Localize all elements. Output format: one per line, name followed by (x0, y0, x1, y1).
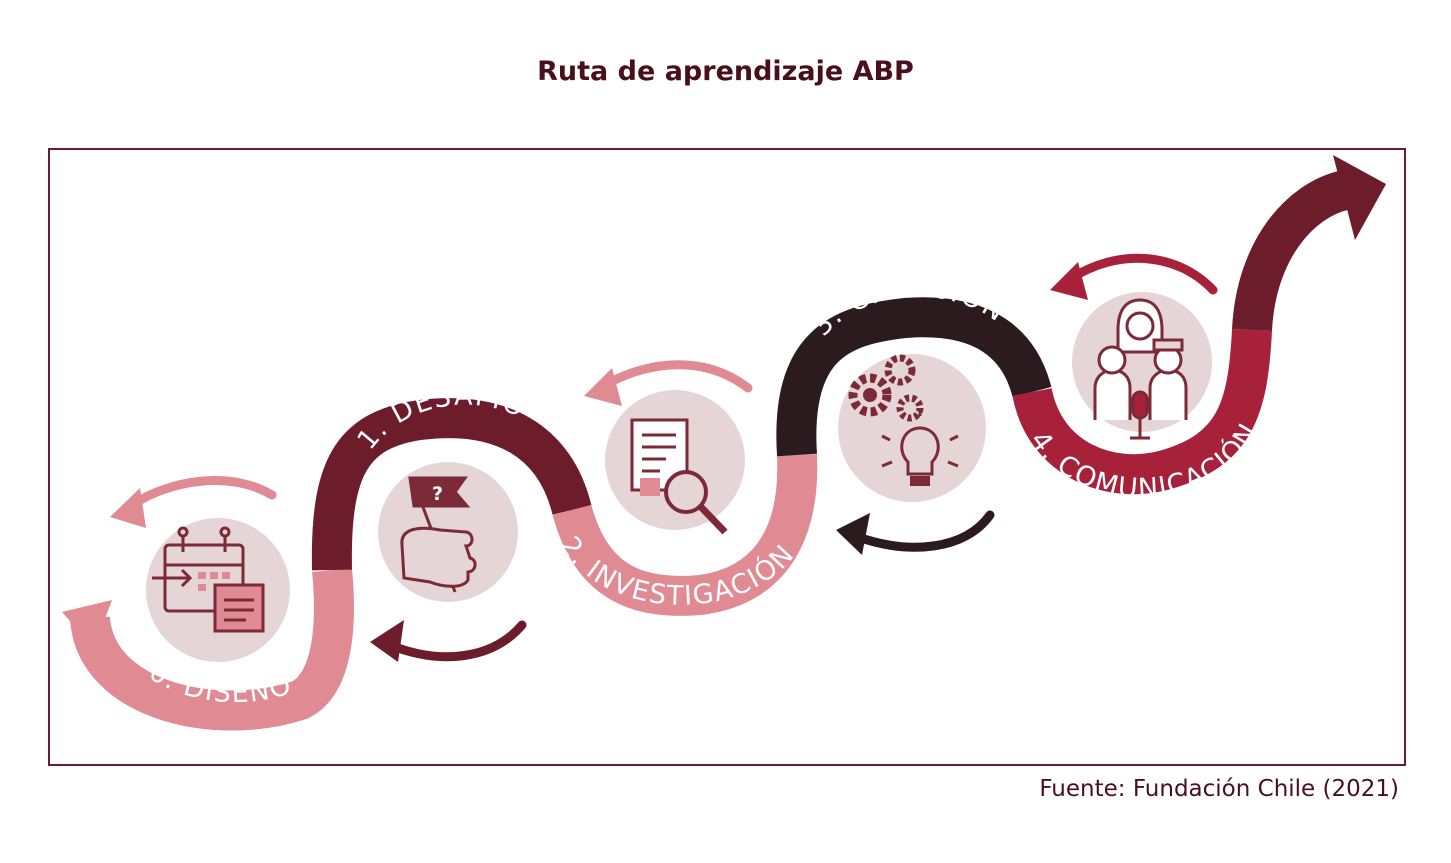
path-segment-desafio (311, 398, 592, 571)
feedback-arrow-comunicacion (1067, 253, 1218, 295)
source-caption: Fuente: Fundación Chile (2021) (1039, 776, 1399, 802)
path-segment-investigacion (552, 454, 818, 616)
feedback-arrows (127, 253, 1218, 662)
path-segment-comunicacion (1012, 328, 1272, 495)
document-magnifier-icon (630, 418, 728, 535)
feedback-arrow-creacion (853, 510, 995, 552)
main-path (70, 170, 1351, 731)
feedback-arrowheads (110, 262, 1088, 662)
team-microphone-icon (1093, 298, 1188, 440)
feedback-arrow-diseno (127, 476, 277, 510)
path-segment-creacion (776, 297, 1052, 457)
feedback-arrow-desafio (385, 620, 527, 662)
path-segment-diseno (70, 568, 354, 731)
gears-lightbulb-icon (848, 354, 959, 486)
path-segment-exit (1232, 170, 1351, 332)
diagram-title: Ruta de aprendizaje ABP (537, 56, 914, 87)
path-start-tip (62, 600, 112, 648)
calendar-notes-icon (152, 526, 265, 633)
svg-text:?: ? (432, 483, 443, 505)
hand-question-flag-icon: ? (400, 476, 477, 593)
feedback-arrow-investigacion (600, 360, 753, 393)
diagram-frame (48, 148, 1406, 766)
main-path-arrowhead (1333, 155, 1386, 240)
